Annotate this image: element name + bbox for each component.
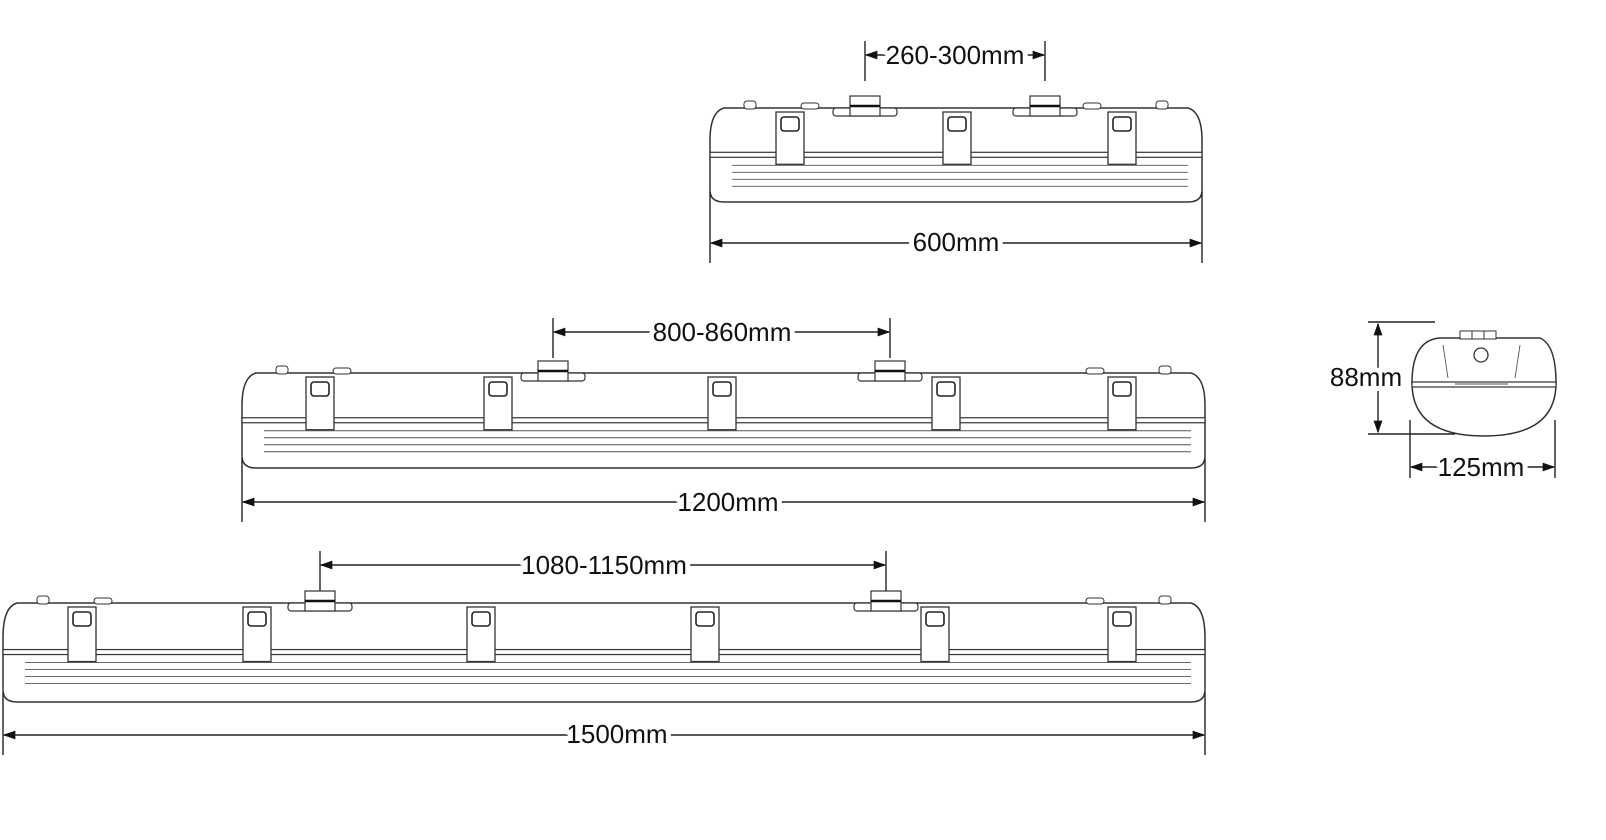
fixture-1500-mount-label: 1080-1150mm (521, 550, 687, 580)
fixture-1500-length-label: 1500mm (566, 719, 667, 749)
latch-clip-button (1112, 611, 1132, 627)
side-top-tab (1471, 330, 1485, 340)
end-tab (1158, 365, 1172, 375)
latch-clip-button (247, 611, 267, 627)
fixture-1200-drawing (241, 360, 1206, 469)
latch-clip-button (695, 611, 715, 627)
housing-seam (2, 648, 1206, 656)
top-tab (1085, 597, 1105, 605)
latch-clip-button (712, 381, 732, 397)
fixture-600-mount-label: 260-300mm (886, 40, 1025, 70)
side-top-tab (1459, 330, 1473, 340)
latch-clip-button (780, 116, 800, 132)
side-view-drawing (1411, 330, 1557, 437)
top-tab (1082, 102, 1102, 110)
latch-clip-button (471, 611, 491, 627)
end-tab (1158, 595, 1172, 605)
top-tab (332, 367, 352, 375)
fixture-600-length-label: 600mm (913, 227, 1000, 257)
fixture-1200-mount-label: 800-860mm (653, 317, 792, 347)
end-tab (743, 100, 757, 110)
side-hole (1473, 347, 1489, 363)
fixture-600-drawing (709, 95, 1203, 203)
latch-clip-button (936, 381, 956, 397)
latch-clip-button (1112, 116, 1132, 132)
side-seam (1411, 381, 1557, 388)
end-tab (36, 595, 50, 605)
latch-clip-button (1112, 381, 1132, 397)
latch-clip-button (925, 611, 945, 627)
side-width-label: 125mm (1438, 452, 1525, 482)
fixture-1200-length-label: 1200mm (677, 487, 778, 517)
latch-clip-button (488, 381, 508, 397)
fixture-1500-drawing (2, 590, 1206, 703)
end-tab (1155, 100, 1169, 110)
end-tab (275, 365, 289, 375)
latch-clip-button (310, 381, 330, 397)
latch-clip-button (947, 116, 967, 132)
side-height-label: 88mm (1330, 362, 1402, 392)
top-tab (93, 597, 113, 605)
top-tab (1085, 367, 1105, 375)
top-tab (800, 102, 820, 110)
side-detail (1442, 344, 1521, 385)
side-top-tab (1483, 330, 1497, 340)
latch-clip-button (72, 611, 92, 627)
